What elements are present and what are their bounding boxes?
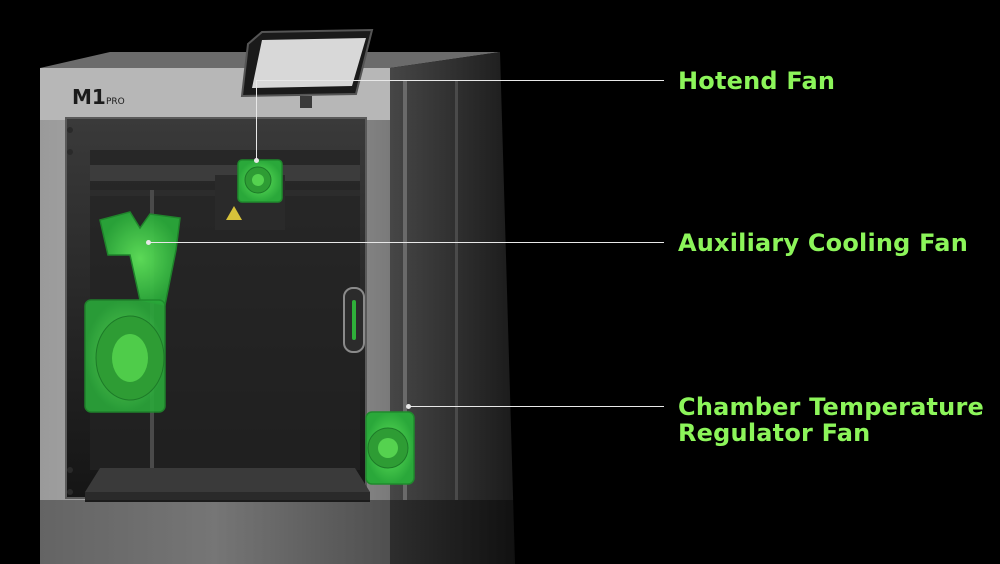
chamber-label-line-2: Regulator Fan <box>678 419 871 447</box>
hotend-fan-label: Hotend Fan <box>678 67 836 95</box>
touchscreen-display <box>240 28 374 108</box>
hotend-leader-vertical <box>256 80 257 160</box>
logo-model-text: M1 <box>72 85 106 109</box>
aux-anchor-dot <box>146 240 151 245</box>
hotend-anchor-dot <box>254 158 259 163</box>
aux-leader-horizontal <box>150 242 664 243</box>
hotend-leader-horizontal <box>256 80 664 81</box>
chamber-anchor-dot <box>406 404 411 409</box>
auxiliary-cooling-fan-label: Auxiliary Cooling Fan <box>678 229 968 257</box>
chamber-leader-horizontal <box>410 406 664 407</box>
chamber-label-line-1: Chamber Temperature <box>678 393 984 421</box>
chamber-temperature-regulator-fan-label: Chamber Temperature Regulator Fan <box>678 394 984 446</box>
printer-logo: M1 PRO <box>72 85 125 109</box>
chamber-fan-highlight <box>365 411 415 485</box>
hotend-fan-highlight <box>237 159 283 203</box>
logo-suffix-text: PRO <box>106 97 125 107</box>
auxiliary-fan-highlight <box>84 211 181 413</box>
